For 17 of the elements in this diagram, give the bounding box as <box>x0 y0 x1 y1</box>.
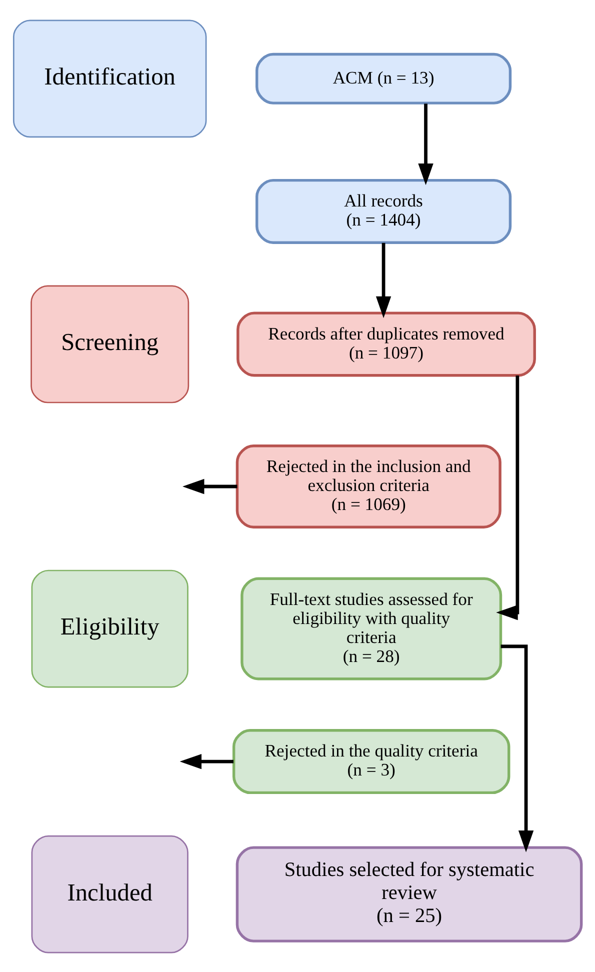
node-box: Screening <box>30 284 190 403</box>
arrow <box>180 753 234 769</box>
node-box: Full-text studies assessed for eligibility with quality criteria (n = 28) <box>240 576 502 680</box>
arrow <box>500 644 534 852</box>
node-box: Eligibility <box>31 569 188 688</box>
arrow <box>418 103 434 185</box>
node-box: ACM (n = 13) <box>256 52 512 104</box>
arrow <box>182 478 238 494</box>
arrow <box>496 375 520 620</box>
node-box: Identification <box>12 19 207 138</box>
node-box: Included <box>31 834 188 953</box>
node-box: Studies selected for systematic review (n = 25) <box>236 846 583 942</box>
node-box: All records (n = 1404) <box>256 178 512 244</box>
node-box: Rejected in the inclusion and exclusion criteria (n = 1069) <box>236 444 502 528</box>
node-box: Records after duplicates removed (n = 1097) <box>236 311 536 376</box>
node-box: Rejected in the quality criteria (n = 3) <box>232 728 510 794</box>
arrow <box>376 242 392 318</box>
